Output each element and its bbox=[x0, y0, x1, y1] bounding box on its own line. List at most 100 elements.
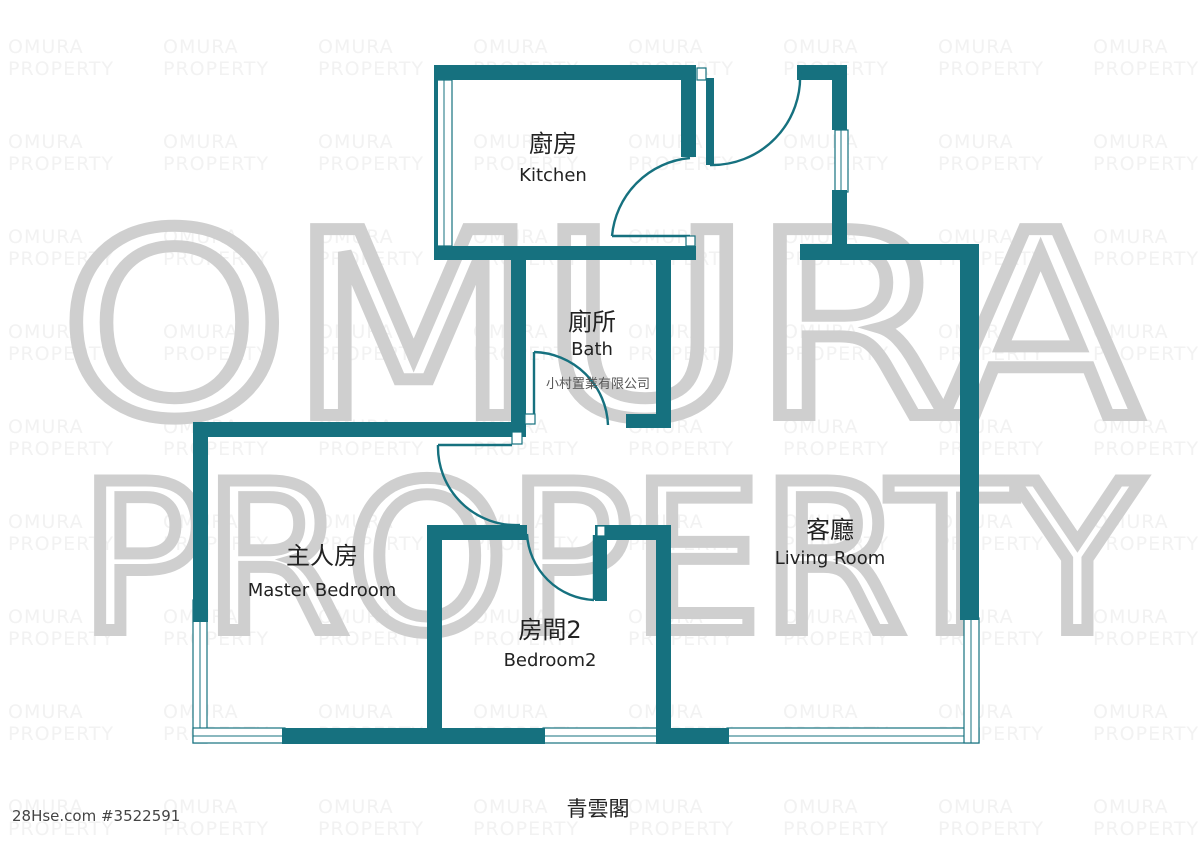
watermark-tile-line1: OMURA bbox=[1093, 131, 1169, 153]
living-label-en: Living Room bbox=[775, 548, 886, 569]
watermark-tile-line2: PROPERTY bbox=[1093, 818, 1199, 840]
watermark-tile-line2: PROPERTY bbox=[318, 58, 424, 80]
watermark-tile-line2: PROPERTY bbox=[8, 58, 114, 80]
watermark-tile-line2: PROPERTY bbox=[628, 628, 734, 650]
watermark-tile-line1: OMURA bbox=[163, 321, 239, 343]
master-label-en: Master Bedroom bbox=[248, 580, 397, 601]
watermark-tile-line1: OMURA bbox=[1093, 606, 1169, 628]
watermark-tile-line1: OMURA bbox=[473, 606, 549, 628]
watermark-tile-line1: OMURA bbox=[1093, 416, 1169, 438]
watermark-tile-line2: PROPERTY bbox=[8, 248, 114, 270]
watermark-tile-line2: PROPERTY bbox=[1093, 628, 1199, 650]
watermark-tile-line1: OMURA bbox=[8, 226, 84, 248]
big-watermark-line2: PROPERTY bbox=[80, 441, 1141, 679]
watermark-grid: OMURAPROPERTYOMURAPROPERTYOMURAPROPERTYO… bbox=[8, 36, 1199, 840]
watermark-tile-line2: PROPERTY bbox=[938, 818, 1044, 840]
watermark-tile-line2: PROPERTY bbox=[783, 343, 889, 365]
master-label-zh: 主人房 bbox=[286, 542, 358, 570]
company-watermark: 小村置業有限公司 bbox=[546, 376, 650, 392]
watermark-tile-line2: PROPERTY bbox=[783, 818, 889, 840]
watermark-tile-line2: PROPERTY bbox=[628, 343, 734, 365]
watermark-tile-line2: PROPERTY bbox=[163, 438, 269, 460]
watermark-tile-line2: PROPERTY bbox=[473, 628, 579, 650]
watermark-tile-line1: OMURA bbox=[783, 606, 859, 628]
watermark-tile-line1: OMURA bbox=[938, 36, 1014, 58]
watermark-tile-line2: PROPERTY bbox=[473, 438, 579, 460]
watermark-tile-line1: OMURA bbox=[473, 131, 549, 153]
watermark-tile-line1: OMURA bbox=[318, 131, 394, 153]
watermark-tile-line1: OMURA bbox=[628, 796, 704, 818]
watermark-tile-line1: OMURA bbox=[1093, 701, 1169, 723]
walls bbox=[193, 65, 979, 744]
watermark-tile-line1: OMURA bbox=[8, 131, 84, 153]
watermark-tile-line1: OMURA bbox=[938, 131, 1014, 153]
watermark-tile-line1: OMURA bbox=[8, 796, 84, 818]
watermark-tile-line1: OMURA bbox=[783, 321, 859, 343]
watermark-tile-line1: OMURA bbox=[473, 321, 549, 343]
bedroom2-label-zh: 房間2 bbox=[518, 616, 581, 644]
watermark-tile-line1: OMURA bbox=[473, 36, 549, 58]
watermark-tile-line2: PROPERTY bbox=[1093, 343, 1199, 365]
watermark-tile-line2: PROPERTY bbox=[8, 723, 114, 745]
watermark-tile-line2: PROPERTY bbox=[1093, 153, 1199, 175]
watermark-tile-line1: OMURA bbox=[8, 511, 84, 533]
watermark-tile-line2: PROPERTY bbox=[8, 818, 114, 840]
watermark-tile-line2: PROPERTY bbox=[628, 818, 734, 840]
watermark-tile-line1: OMURA bbox=[1093, 796, 1169, 818]
kitchen-label-en: Kitchen bbox=[519, 165, 587, 186]
watermark-tile-line2: PROPERTY bbox=[1093, 438, 1199, 460]
room-labels: 廚房 Kitchen 廁所 Bath 小村置業有限公司 主人房 Master B… bbox=[248, 130, 886, 671]
watermark-tile-line2: PROPERTY bbox=[163, 818, 269, 840]
watermark-tile-line1: OMURA bbox=[1093, 36, 1169, 58]
watermark-tile-line1: OMURA bbox=[8, 416, 84, 438]
watermark-tile-line1: OMURA bbox=[318, 701, 394, 723]
watermark-tile-line1: OMURA bbox=[163, 796, 239, 818]
watermark-tile-line1: OMURA bbox=[318, 226, 394, 248]
watermark-tile-line1: OMURA bbox=[473, 226, 549, 248]
watermark-tile-line1: OMURA bbox=[8, 606, 84, 628]
watermark-tile-line2: PROPERTY bbox=[628, 438, 734, 460]
watermark-tile-line2: PROPERTY bbox=[8, 438, 114, 460]
kitchen-label-zh: 廚房 bbox=[529, 130, 577, 158]
watermark-tile-line1: OMURA bbox=[8, 321, 84, 343]
watermark-tile-line1: OMURA bbox=[473, 701, 549, 723]
watermark-tile-line1: OMURA bbox=[628, 36, 704, 58]
watermark-tile-line2: PROPERTY bbox=[318, 628, 424, 650]
watermark-tile-line2: PROPERTY bbox=[1093, 248, 1199, 270]
watermark-tile-line1: OMURA bbox=[163, 36, 239, 58]
watermark-tile-line1: OMURA bbox=[318, 606, 394, 628]
watermark-tile-line1: OMURA bbox=[473, 796, 549, 818]
building-name: 青雲閣 bbox=[567, 797, 630, 821]
watermark-tile-line2: PROPERTY bbox=[783, 533, 889, 555]
watermark-tile-line2: PROPERTY bbox=[938, 58, 1044, 80]
watermark-tile-line2: PROPERTY bbox=[783, 628, 889, 650]
watermark-tile-line1: OMURA bbox=[938, 226, 1014, 248]
bath-label-en: Bath bbox=[571, 339, 613, 360]
watermark-tile-line2: PROPERTY bbox=[783, 438, 889, 460]
watermark-tile-line1: OMURA bbox=[783, 416, 859, 438]
watermark-tile-line2: PROPERTY bbox=[163, 58, 269, 80]
watermark-tile-line1: OMURA bbox=[318, 511, 394, 533]
watermark-tile-line2: PROPERTY bbox=[163, 153, 269, 175]
watermark-tile-line2: PROPERTY bbox=[8, 343, 114, 365]
watermark-tile-line1: OMURA bbox=[1093, 511, 1169, 533]
watermark-tile-line1: OMURA bbox=[8, 701, 84, 723]
bedroom2-label-en: Bedroom2 bbox=[504, 650, 597, 671]
watermark-tile-line1: OMURA bbox=[8, 36, 84, 58]
watermark-tile-line2: PROPERTY bbox=[163, 628, 269, 650]
watermark-tile-line1: OMURA bbox=[163, 131, 239, 153]
watermark-tile-line1: OMURA bbox=[783, 36, 859, 58]
watermark-tile-line1: OMURA bbox=[163, 226, 239, 248]
listing-reference: 28Hse.com #3522591 bbox=[12, 807, 180, 825]
watermark-tile-line1: OMURA bbox=[783, 701, 859, 723]
watermark-tile-line2: PROPERTY bbox=[938, 153, 1044, 175]
watermark-tile-line2: PROPERTY bbox=[318, 343, 424, 365]
watermark-tile-line2: PROPERTY bbox=[163, 248, 269, 270]
watermark-tile-line1: OMURA bbox=[318, 321, 394, 343]
watermark-tile-line2: PROPERTY bbox=[318, 438, 424, 460]
watermark-tile-line1: OMURA bbox=[318, 796, 394, 818]
watermark-tile-line2: PROPERTY bbox=[1093, 533, 1199, 555]
watermark-tile-line2: PROPERTY bbox=[473, 153, 579, 175]
watermark-tile-line2: PROPERTY bbox=[1093, 58, 1199, 80]
